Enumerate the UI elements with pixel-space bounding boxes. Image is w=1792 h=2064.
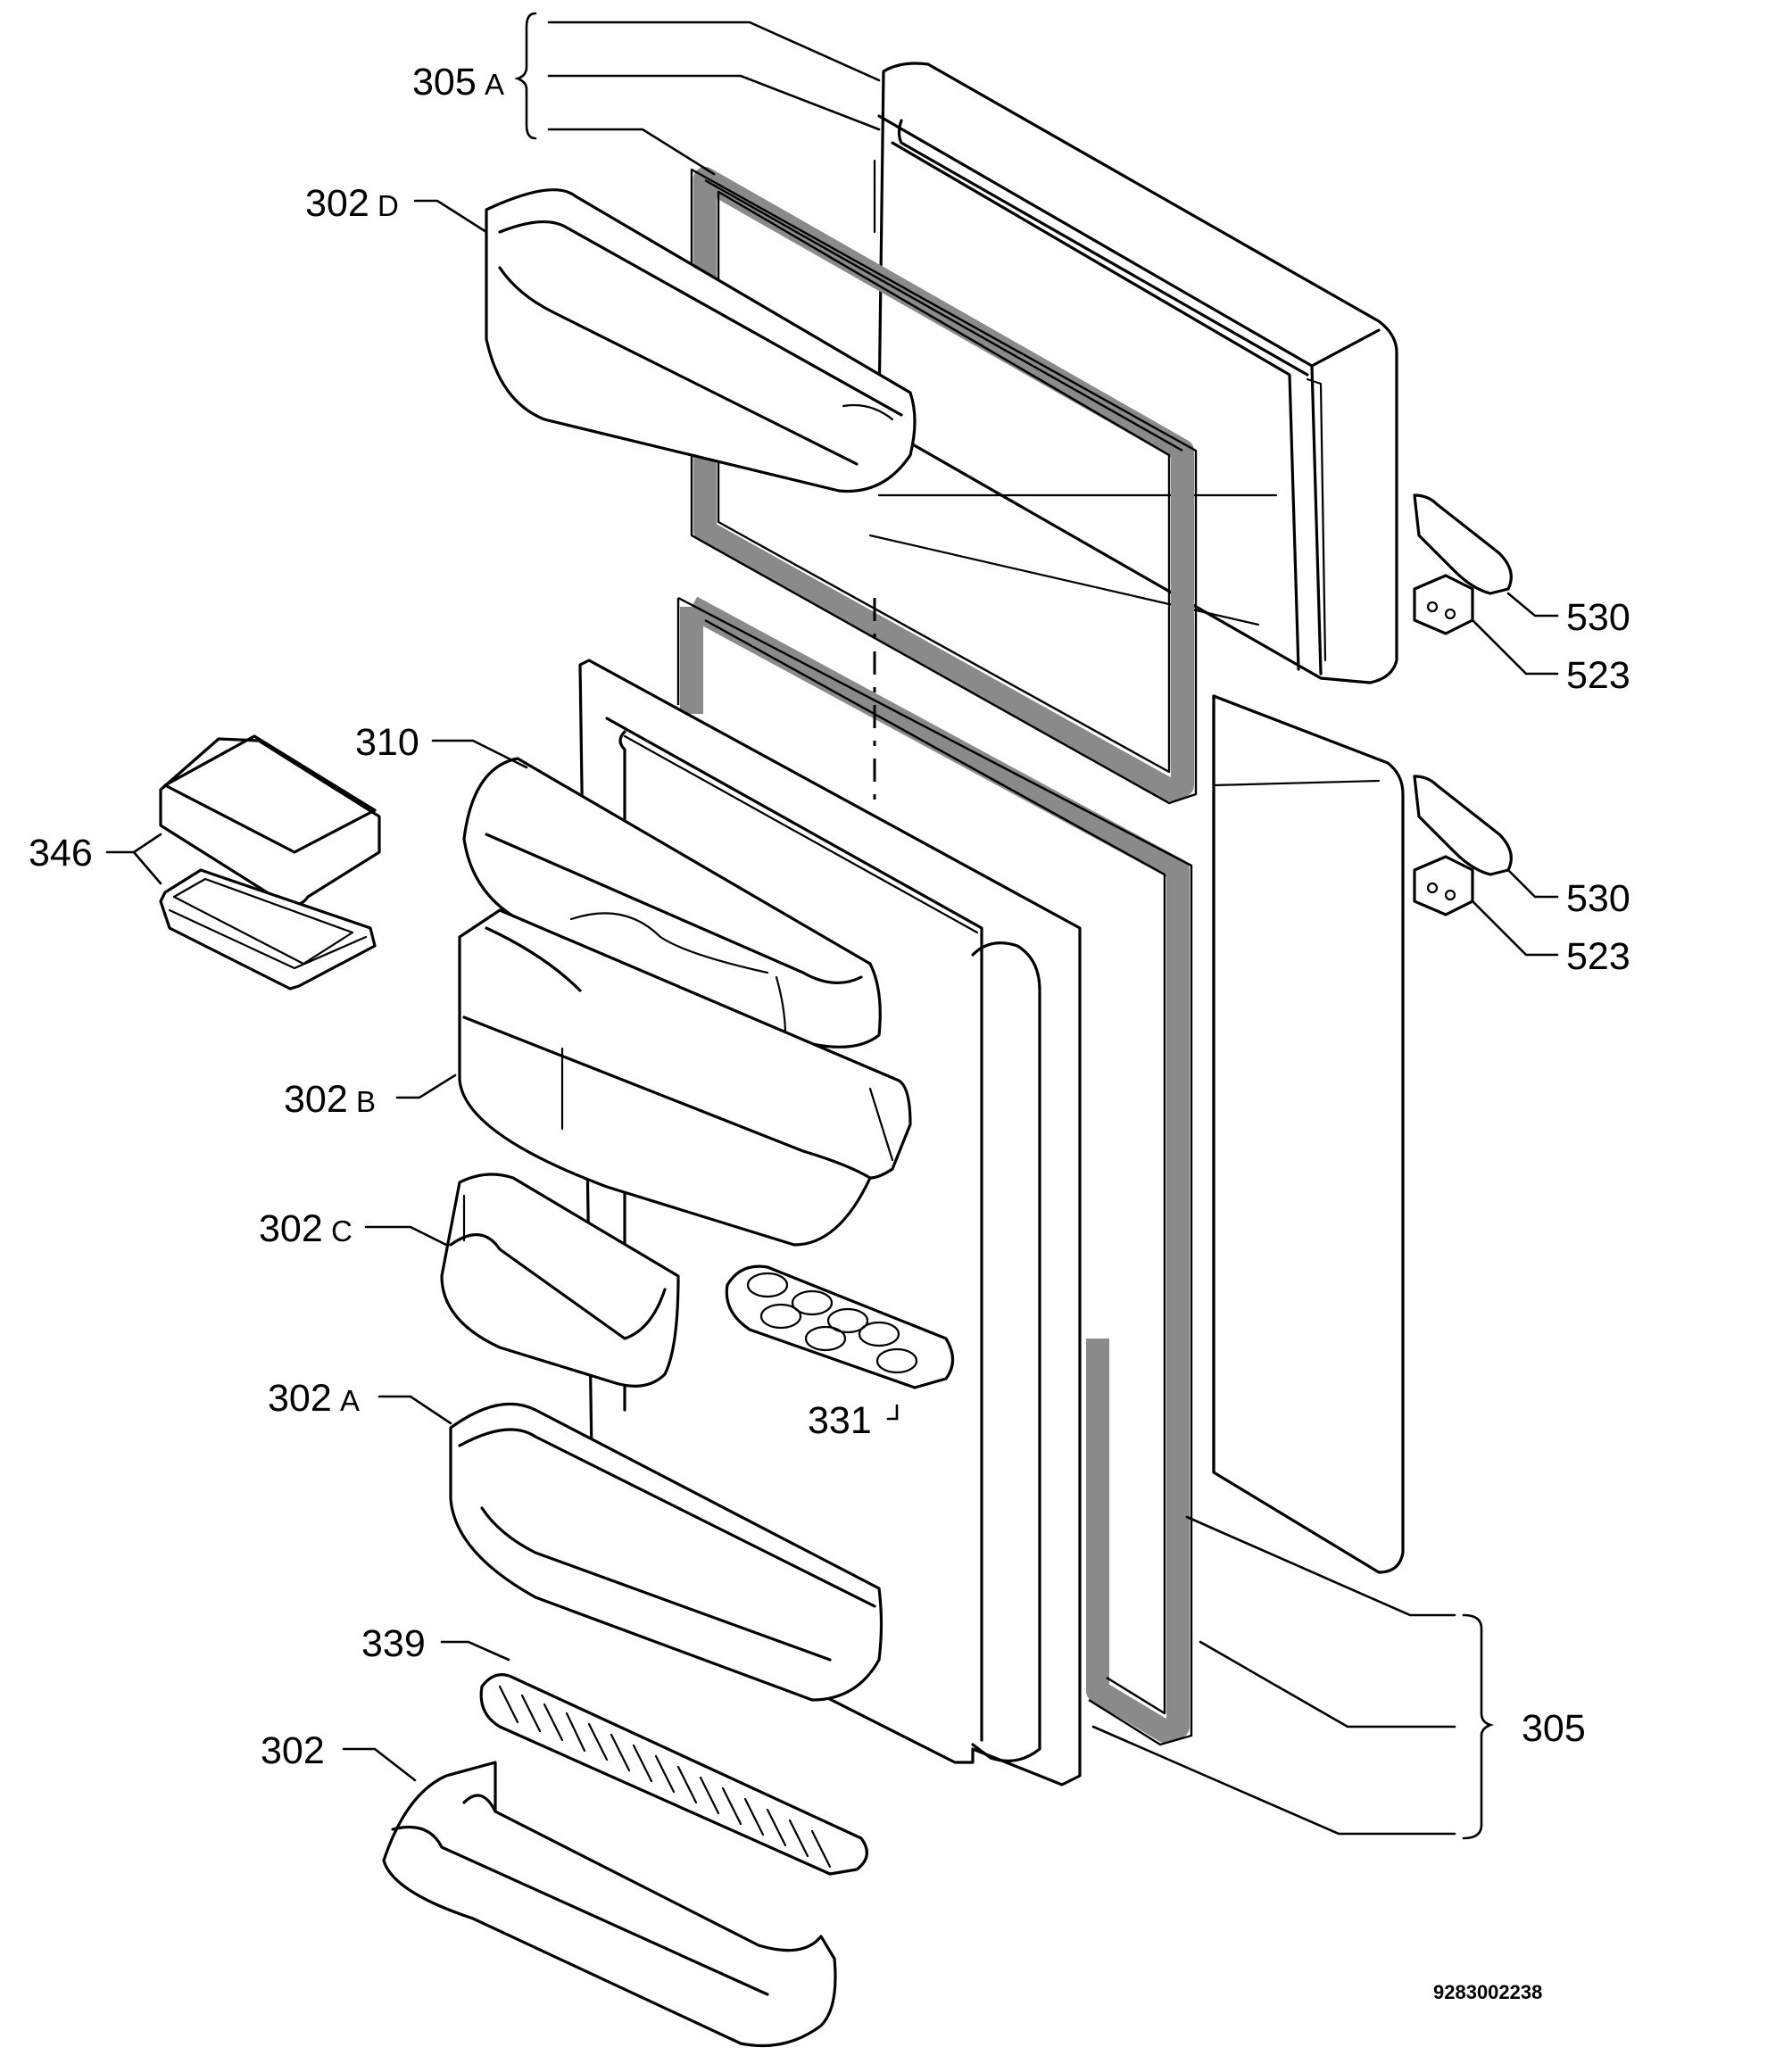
label-302c: 302 C (259, 1207, 353, 1250)
label-530-bottom: 530 (1566, 877, 1630, 920)
hinge-523-bottom (1413, 855, 1474, 916)
svg-text:A: A (340, 1384, 360, 1417)
door-shelf-302c (440, 1173, 680, 1388)
svg-text:305: 305 (1522, 1707, 1586, 1750)
svg-text:523: 523 (1566, 654, 1630, 697)
svg-text:D: D (377, 189, 399, 222)
svg-text:530: 530 (1566, 596, 1630, 639)
label-305: 305 (1522, 1707, 1586, 1750)
svg-text:302: 302 (305, 182, 369, 225)
door-shelf-302 (382, 1761, 837, 2047)
fridge-door-gasket (676, 596, 1193, 1746)
svg-text:302: 302 (259, 1207, 323, 1250)
fridge-door-panel (1212, 694, 1405, 1574)
svg-text:523: 523 (1566, 935, 1630, 978)
svg-text:346: 346 (29, 832, 93, 875)
freezer-door-panel (868, 62, 1398, 684)
label-302b: 302 B (284, 1078, 376, 1121)
label-302: 302 (261, 1729, 325, 1772)
bottle-retainer-339 (479, 1673, 868, 1876)
svg-text:305: 305 (412, 61, 477, 104)
egg-tray-331 (725, 1264, 955, 1389)
label-302a: 302 A (268, 1377, 360, 1420)
svg-text:331: 331 (808, 1399, 872, 1442)
door-shelf-302d (485, 188, 917, 493)
door-shelf-302a (449, 1402, 884, 1702)
freezer-door-gasket (690, 167, 1198, 805)
svg-text:339: 339 (361, 1622, 426, 1665)
svg-text:302: 302 (284, 1078, 348, 1121)
svg-text:A: A (485, 68, 504, 101)
door-shelf-302b (458, 908, 912, 1247)
label-523-bottom: 523 (1566, 935, 1630, 978)
leader-lines (105, 12, 1559, 1840)
dairy-compartment-310 (462, 757, 882, 1049)
svg-text:B: B (356, 1085, 376, 1118)
label-523-top: 523 (1566, 654, 1630, 697)
label-331: 331 (808, 1399, 872, 1442)
svg-text:302: 302 (261, 1729, 325, 1772)
butter-dish-346 (159, 734, 381, 991)
label-305a: 305 A (412, 61, 504, 104)
label-310: 310 (355, 721, 419, 764)
drawing-code: 9283002238 (1433, 1981, 1542, 2003)
label-302d: 302 D (305, 182, 399, 225)
svg-text:310: 310 (355, 721, 419, 764)
label-346: 346 (29, 832, 93, 875)
svg-text:C: C (331, 1214, 353, 1248)
hinge-530-top (1413, 493, 1513, 595)
hinge-523-top (1413, 574, 1474, 635)
svg-text:530: 530 (1566, 877, 1630, 920)
svg-text:302: 302 (268, 1377, 332, 1420)
label-339: 339 (361, 1622, 426, 1665)
label-530-top: 530 (1566, 596, 1630, 639)
hinge-530-bottom (1413, 775, 1513, 876)
